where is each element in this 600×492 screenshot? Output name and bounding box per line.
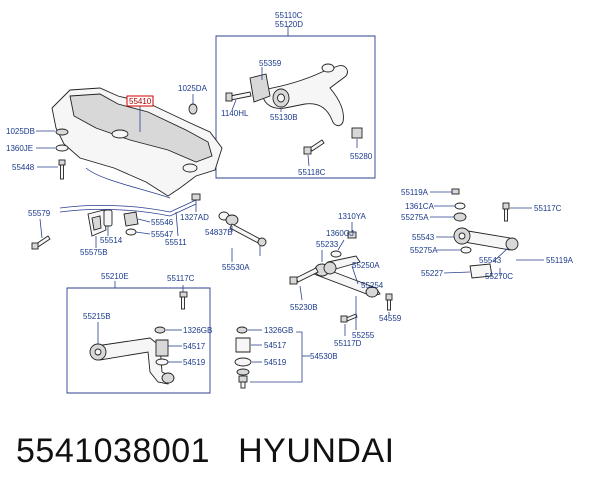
label-54559: 54559 [379,314,402,323]
label-55254: 55254 [361,281,384,290]
label-55255: 55255 [352,331,375,340]
label-1360je: 1360JE [6,144,33,153]
label-55275a-top: 55275A [401,213,429,222]
label-55118c: 55118C [298,168,326,177]
label-55230b: 55230B [290,303,318,312]
label-1140hl: 1140HL [221,109,249,118]
label-55280: 55280 [350,152,373,161]
label-55215b: 55215B [83,312,111,321]
right-arm-group: 55119A 1361CA 55275A 55117C 55543 55275A… [401,188,574,281]
label-55275a-mid: 55275A [410,246,438,255]
label-1025db: 1025DB [6,127,35,136]
label-55119a-right: 55119A [546,256,574,265]
label-55530a: 55530A [222,263,250,272]
crossmember-group: 55410 1025DA 1025DB 1360JE 55448 [6,84,223,199]
label-55110c: 55110C [275,11,303,20]
label-1360gj: 1360GJ [326,229,354,238]
lower-arm-center-group: 1310YA 1360GJ 55233 55250A 55254 55230B … [289,212,402,348]
label-55250a: 55250A [352,261,380,270]
label-54519-a: 54519 [183,358,206,367]
label-55227: 55227 [421,269,444,278]
label-54517-a: 54517 [183,342,206,351]
label-54530b: 54530B [310,352,338,361]
label-55233: 55233 [316,240,339,249]
label-55575b: 55575B [80,248,108,257]
label-1326gb-b: 1326GB [264,326,293,335]
label-1361ca: 1361CA [405,202,435,211]
bushing-kit-group: 1326GB 54517 54519 54530B [234,326,338,389]
label-55117d: 55117D [334,339,362,348]
label-54517-b: 54517 [264,341,287,350]
label-55130b: 55130B [270,113,298,122]
label-54837b: 54837B [205,228,233,237]
highlight-label-55410: 55410 [129,97,152,106]
lower-left-group: 55210E 55117C 55215B 1326GB 54517 54519 [66,272,212,394]
stabilizer-group: 55579 55575B 55514 55546 55547 55511 132… [28,193,267,272]
label-1327ad: 1327AD [180,213,209,222]
label-1310ya: 1310YA [338,212,367,221]
label-55117c-right: 55117C [534,204,562,213]
label-55543-b: 55543 [479,256,502,265]
label-1025da: 1025DA [178,84,208,93]
part-number: 5541038001 [16,431,211,470]
label-55117c-left: 55117C [167,274,195,283]
label-55270c: 55270C [485,272,513,281]
label-55511: 55511 [165,238,187,247]
label-55547: 55547 [151,230,174,239]
label-55448: 55448 [12,163,35,172]
label-54519-b: 54519 [264,358,287,367]
parts-diagram: 55110C 55120D 55359 1140HL 55130B 55280 … [6,11,574,394]
label-55120d: 55120D [275,20,303,29]
label-1326gb-a: 1326GB [183,326,212,335]
upper-arm-group: 55110C 55120D 55359 1140HL 55130B 55280 … [215,11,376,179]
label-55210e: 55210E [101,272,129,281]
label-55514: 55514 [100,236,123,245]
label-55543-a: 55543 [412,233,435,242]
label-55579: 55579 [28,209,51,218]
label-55546: 55546 [151,218,174,227]
label-55119a-top: 55119A [401,188,429,197]
brand-name: HYUNDAI [238,431,395,470]
label-55359: 55359 [259,59,282,68]
part-caption: 5541038001 HYUNDAI [16,426,395,476]
